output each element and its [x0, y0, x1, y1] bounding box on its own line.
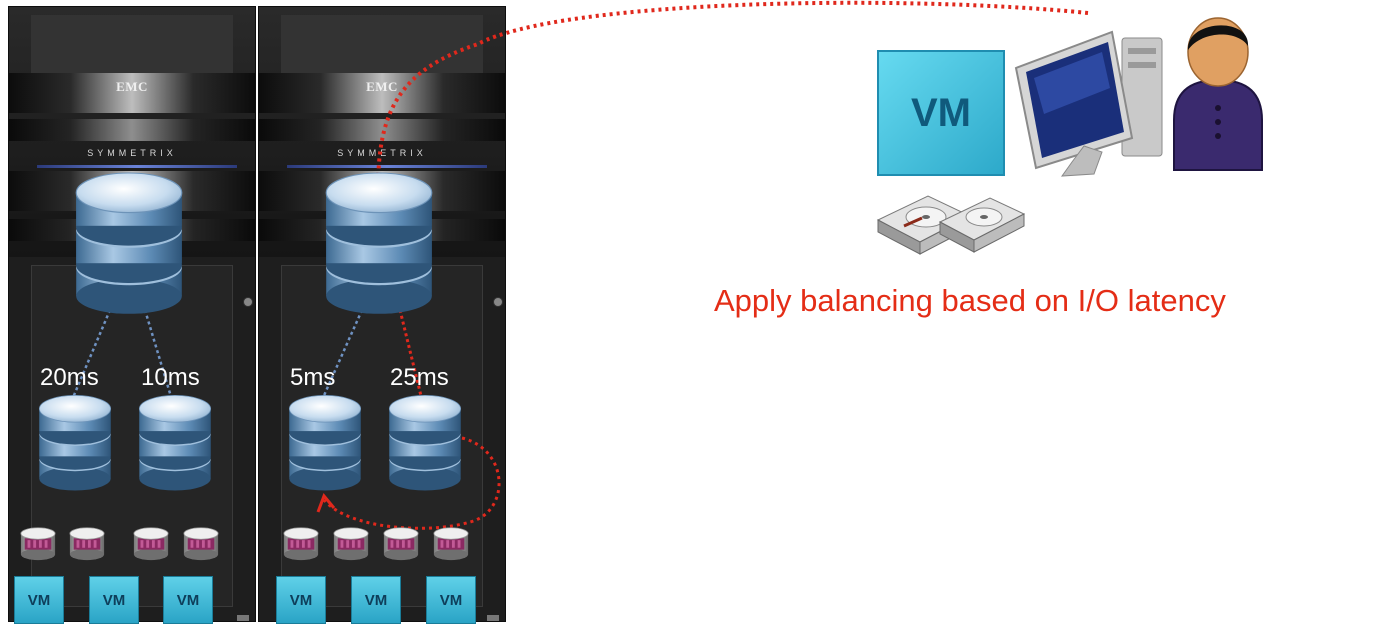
screw-icon: [493, 297, 503, 307]
disk-icon: [132, 524, 170, 562]
model-label: SYMMETRIX: [87, 148, 177, 158]
latency-label: 10ms: [141, 364, 200, 391]
database-icon: [386, 388, 464, 492]
latency-label: 5ms: [290, 364, 336, 391]
arrowhead-icon: [316, 493, 336, 513]
rebalance-arrow: [322, 436, 501, 530]
rack-header: [9, 7, 255, 257]
disk-icon: [382, 524, 420, 562]
monitor-icon: [1014, 30, 1163, 177]
caption-text: Apply balancing based on I/O latency: [714, 283, 1226, 318]
rack-panel: [31, 15, 233, 73]
link-line: [143, 309, 174, 401]
rack-foot: [487, 615, 499, 621]
link-line: [320, 309, 364, 401]
person-icon: [1173, 17, 1263, 171]
database-icon: [286, 388, 364, 492]
disk-icon: [19, 524, 57, 562]
latency-label: 25ms: [390, 364, 449, 391]
database-icon: [74, 162, 184, 316]
rack-band: [9, 73, 255, 113]
vm-box: VM: [14, 576, 64, 624]
brand-label: EMC: [366, 79, 398, 94]
storage-rack-2: EMC SYMMETRIX: [258, 6, 506, 622]
vm-box: VM: [351, 576, 401, 624]
link-line: [70, 309, 112, 401]
vm-box: VM: [426, 576, 476, 624]
disk-icon: [432, 524, 470, 562]
rack-band: [259, 73, 505, 113]
brand-label: EMC: [116, 79, 148, 94]
accent-stripe: [287, 165, 487, 168]
disk-icon: [332, 524, 370, 562]
vm-box: VM: [163, 576, 213, 624]
screw-icon: [243, 297, 253, 307]
database-icon: [36, 388, 114, 492]
rack-foot: [237, 615, 249, 621]
vm-box: VM: [276, 576, 326, 624]
rack-band: [259, 119, 505, 141]
vm-box: VM: [89, 576, 139, 624]
disk-icon: [68, 524, 106, 562]
rack-panel: [281, 15, 483, 73]
accent-stripe: [37, 165, 237, 168]
migration-arrow: [376, 0, 1089, 191]
database-icon: [136, 388, 214, 492]
disk-icon: [182, 524, 220, 562]
admin-vm-box: VM: [877, 50, 1005, 176]
disk-icon: [282, 524, 320, 562]
latency-label: 20ms: [40, 364, 99, 391]
rack-band: [9, 119, 255, 141]
database-icon: [324, 162, 434, 316]
hard-drive-icon: [876, 195, 1026, 255]
